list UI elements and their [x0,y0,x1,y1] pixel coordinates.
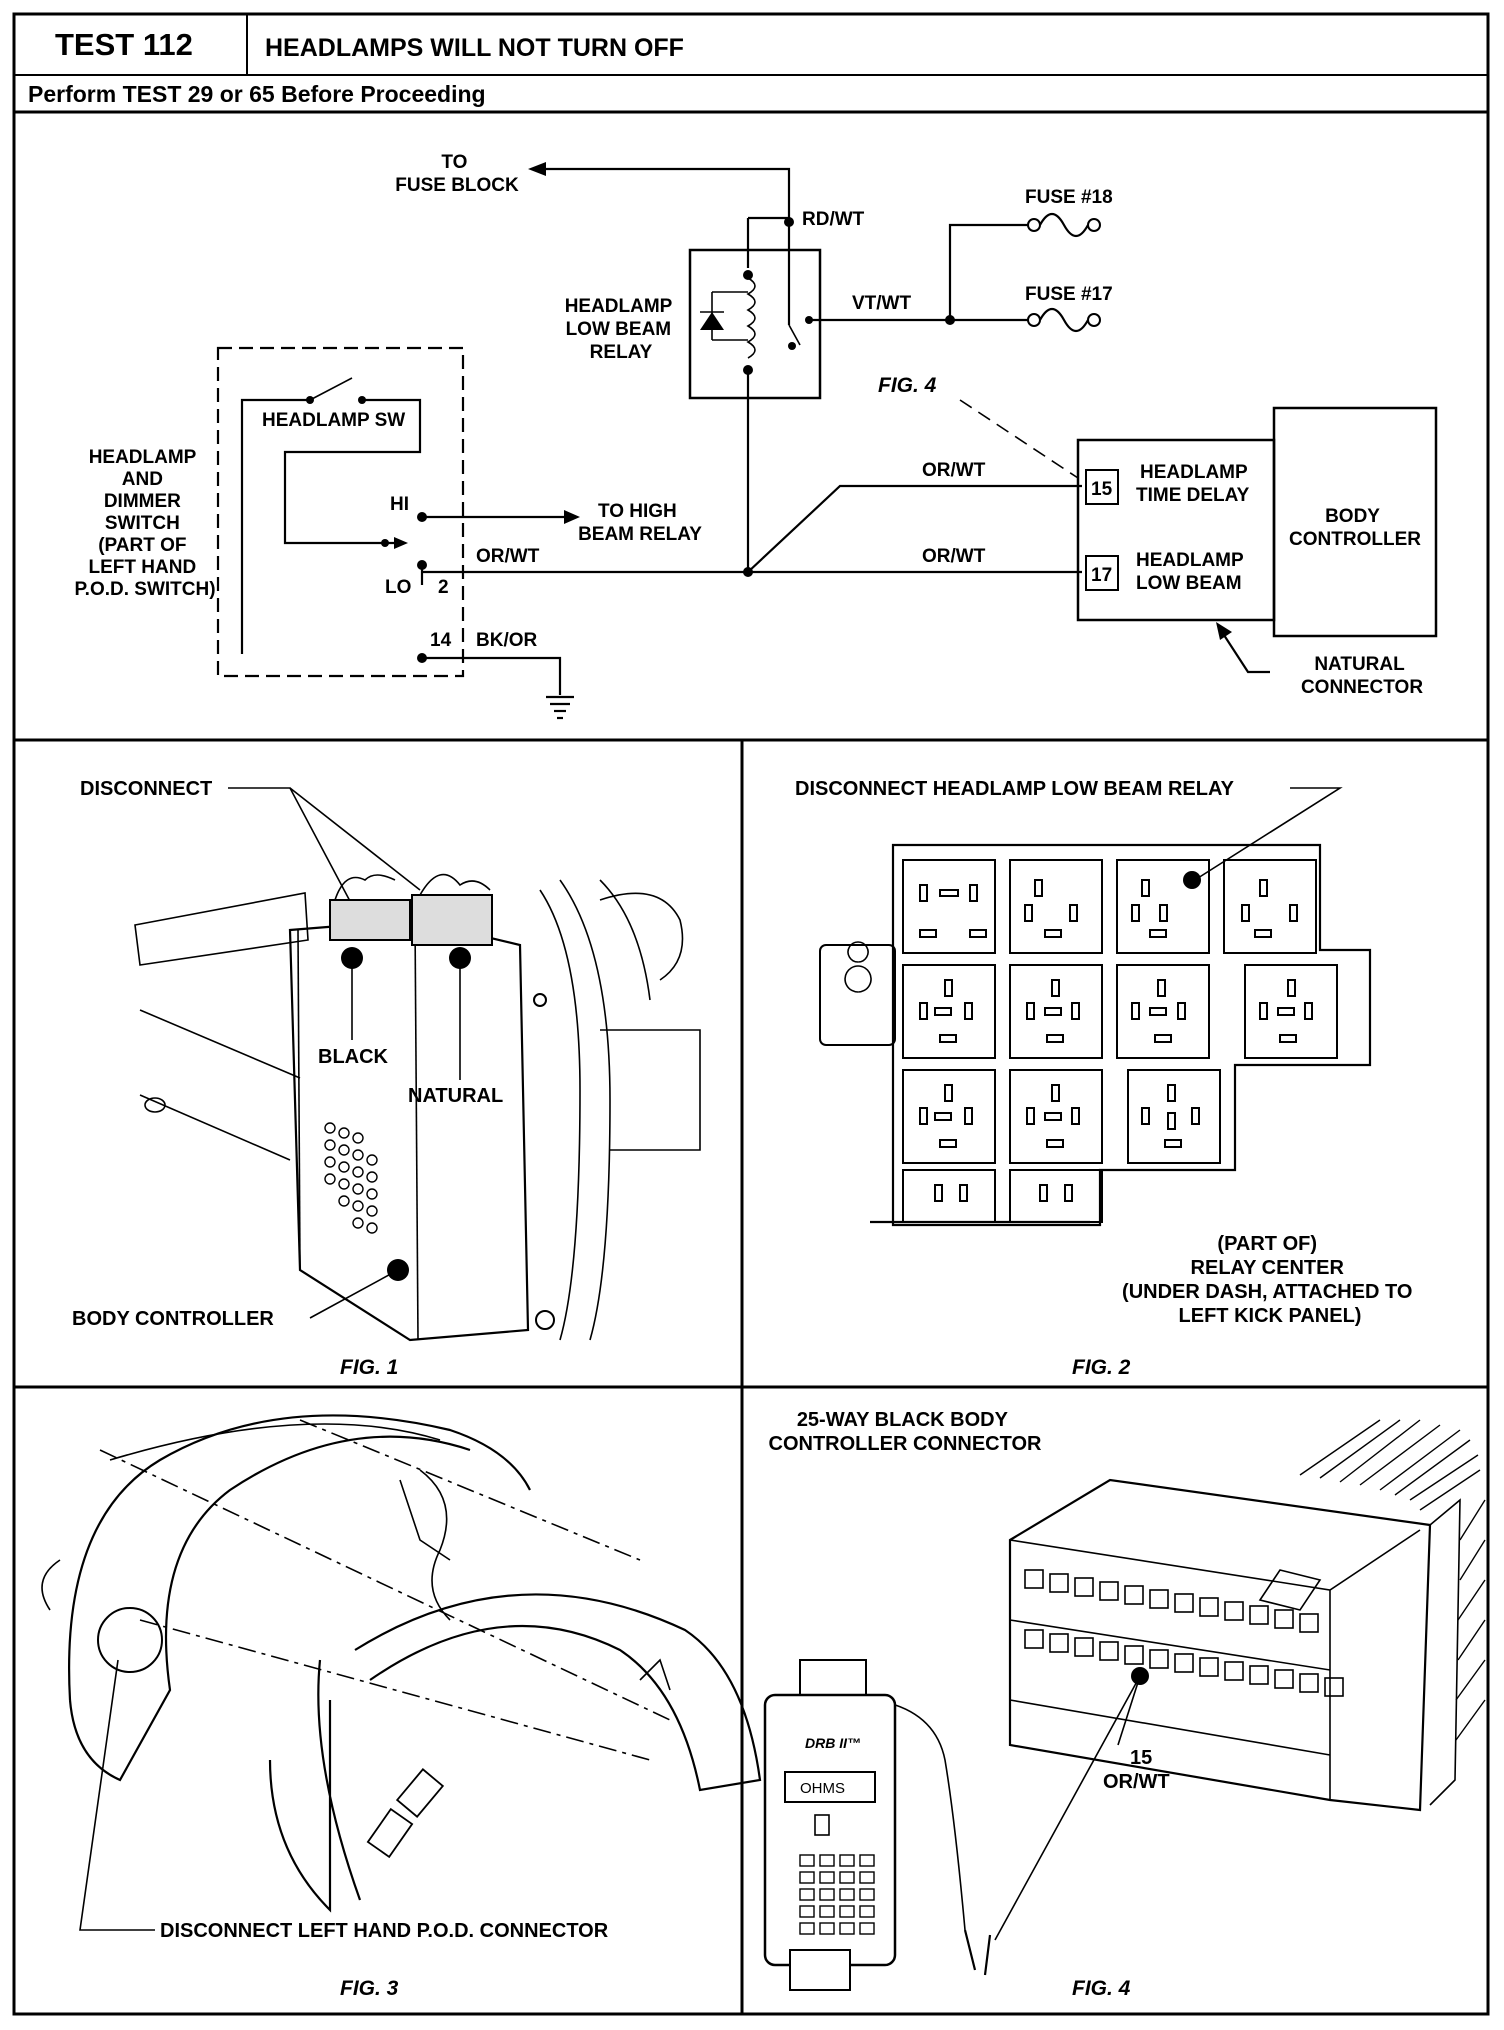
switch-label: HEADLAMP AND DIMMER SWITCH (PART OF LEFT… [74,447,215,600]
wiring-schematic: TO FUSE BLOCK HEADLAMP LOW BEAM RELAY RD… [74,152,1438,720]
arrow-to-fuse-block [528,162,546,176]
fuse-18-symbol [1027,212,1101,238]
time-delay-label: HEADLAMP TIME DELAY [1136,462,1253,506]
lo-label: LO [385,577,411,598]
to-high-beam-label: TO HIGH BEAM RELAY [578,501,702,545]
fig3-panel: DISCONNECT LEFT HAND P.O.D. CONNECTOR FI… [41,1414,762,2000]
wire-to-fuse-block [540,167,791,218]
fig2-panel: DISCONNECT HEADLAMP LOW BEAM RELAY [795,778,1418,1379]
wire-rd-wt-label: RD/WT [802,209,865,230]
pin-15-label: 15 [1091,479,1113,500]
pin-15-number: 15 [1130,1747,1152,1769]
meter-keypad [799,1854,875,1935]
meter-brand: DRB II™ [805,1735,861,1751]
relay-label: HEADLAMP LOW BEAM RELAY [565,296,678,363]
page-frame [12,12,1490,2016]
body-controller-label: BODY CONTROLLER [1289,506,1421,550]
low-beam-relay-callout [1183,871,1201,889]
headlamp-dimmer-switch [216,346,465,678]
pin-2-label: 2 [438,577,449,598]
drb-ii-meter: DRB II™ OHMS [763,1659,897,1991]
low-beam-label: HEADLAMP LOW BEAM [1136,550,1249,594]
relay-center-outline [891,843,1372,1227]
connector-title: 25-WAY BLACK BODY CONTROLLER CONNECTOR [769,1409,1043,1455]
test-number: TEST 112 [55,27,193,62]
fig2-caption: FIG. 2 [1072,1356,1131,1379]
wire-bk-or-label: BK/OR [476,630,538,651]
prerequisite-note: Perform TEST 29 or 65 Before Proceeding [28,81,486,107]
body-controller-block [1272,406,1438,638]
fig2-disconnect-label: DISCONNECT HEADLAMP LOW BEAM RELAY [795,778,1235,800]
fuse-18-label: FUSE #18 [1025,187,1113,208]
pin-15-wire-color: OR/WT [1103,1771,1170,1793]
natural-connector-label: NATURAL CONNECTOR [1301,654,1423,698]
wire-or-wt-17-label: OR/WT [922,546,986,567]
pod-connector-location [97,1607,163,1673]
wire-or-wt-switch-label: OR/WT [476,546,540,567]
fig4-reference-leader [959,399,1079,479]
body-controller-connector [1008,1478,1432,1812]
wire-or-wt-15-label: OR/WT [922,460,986,481]
fig3-caption: FIG. 3 [340,1977,399,2000]
fig1-caption: FIG. 1 [340,1356,398,1379]
pin-17-label: 17 [1091,565,1112,586]
controller-vent-holes [324,1122,378,1234]
headlamp-sw-label: HEADLAMP SW [262,410,405,431]
fig4-reference: FIG. 4 [878,374,937,397]
connector-cavities [1009,1569,1344,1756]
connector-wires [1299,1419,1486,1741]
headlamp-low-beam-relay [688,248,822,400]
relay-center-label: (PART OF) RELAY CENTER (UNDER DASH, ATTA… [1122,1233,1418,1327]
ground-symbol [546,695,574,720]
to-fuse-block-label: TO FUSE BLOCK [395,152,519,196]
cluster-bezel [68,1414,531,1782]
fig4-caption: FIG. 4 [1072,1977,1131,2000]
body-controller-callout: BODY CONTROLLER [72,1308,274,1330]
hi-label: HI [390,494,409,515]
black-connector-label: BLACK [318,1046,389,1068]
meter-mode-display: OHMS [800,1780,845,1797]
fig1-disconnect-label: DISCONNECT [80,778,212,800]
fig1-panel: DISCONNECT [72,778,701,1379]
fig3-disconnect-label: DISCONNECT LEFT HAND P.O.D. CONNECTOR [160,1920,609,1942]
fig4-panel: 25-WAY BLACK BODY CONTROLLER CONNECTOR [763,1409,1486,2000]
natural-connector-callout: NATURAL [408,1085,503,1107]
pin-14-label: 14 [430,630,452,651]
relay-sockets [902,859,1338,1223]
test-title: HEADLAMPS WILL NOT TURN OFF [265,34,684,62]
fuse-17-symbol [1027,307,1101,333]
wire-vt-wt-label: VT/WT [852,293,911,314]
fuse-17-label: FUSE #17 [1025,284,1113,305]
